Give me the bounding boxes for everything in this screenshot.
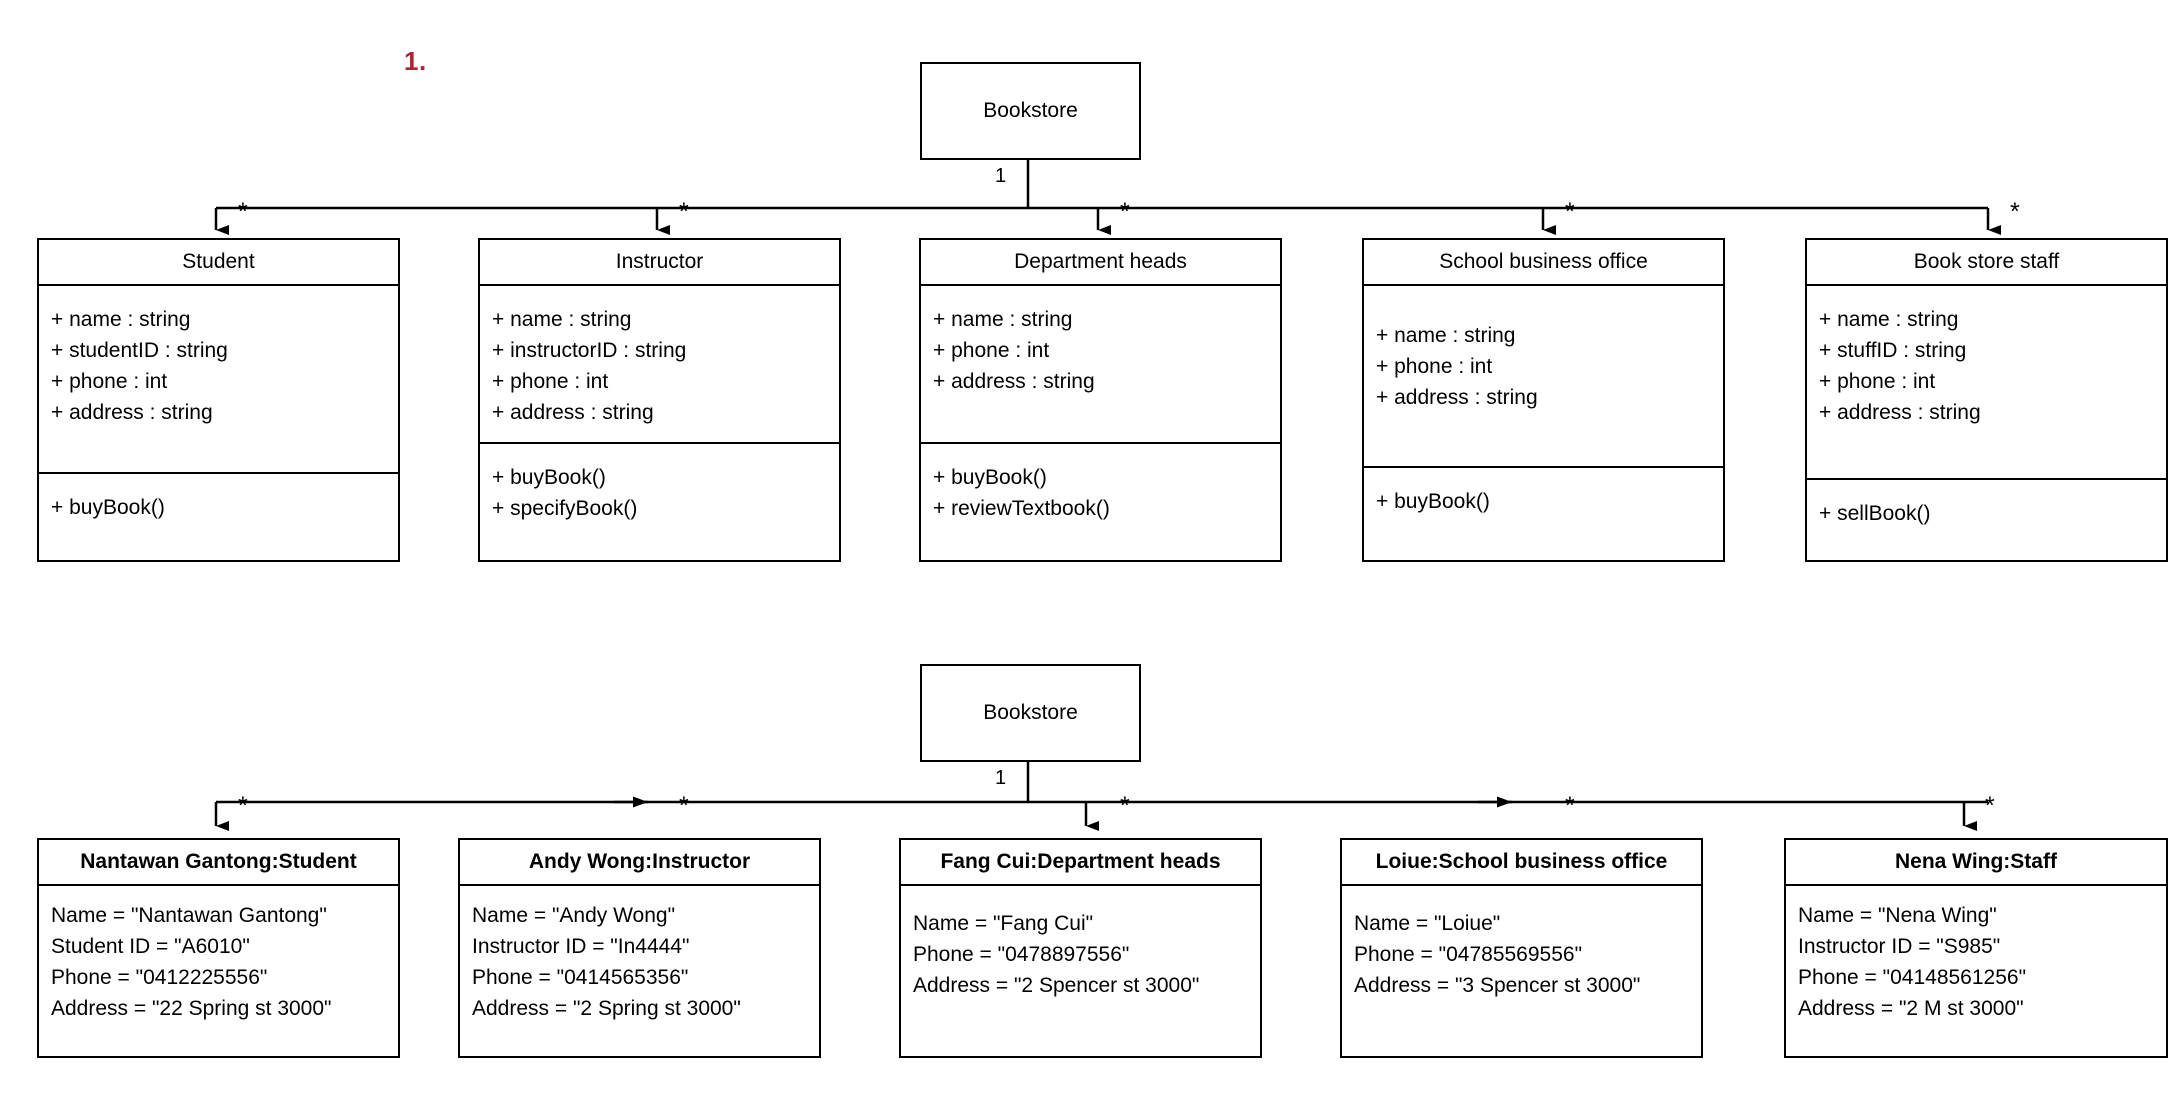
class-mult-school-business-office: *	[1565, 198, 1575, 226]
object-box-andy-wong-instructor-slots: Name = "Andy Wong" Instructor ID = "In44…	[460, 886, 819, 1056]
attribute-line: + instructorID : string	[492, 339, 687, 363]
attribute-line: + name : string	[933, 308, 1073, 332]
class-box-department-heads-attributes: + name : string + phone : int + address …	[921, 286, 1280, 442]
class-box-school-business-office-operations: + buyBook()	[1364, 466, 1723, 560]
class-box-school-business-office-title: School business office	[1364, 240, 1723, 287]
object-mult-loiue: *	[1565, 792, 1575, 820]
class-mult-department-heads: *	[1120, 198, 1130, 226]
attribute-line: + phone : int	[492, 370, 609, 394]
object-box-andy-wong-instructor-title: Andy Wong:Instructor	[460, 840, 819, 887]
object-root-bookstore[interactable]: Bookstore	[920, 664, 1141, 762]
attribute-line: + address : string	[51, 401, 213, 425]
object-mult-andy: *	[679, 792, 689, 820]
attribute-line: + address : string	[933, 370, 1095, 394]
operation-line: + sellBook()	[1819, 502, 1931, 525]
slot-line: Address = "2 Spring st 3000"	[472, 997, 741, 1021]
object-box-loiue-school-business-office-title: Loiue:School business office	[1342, 840, 1701, 887]
slot-line: Instructor ID = "In4444"	[472, 935, 690, 959]
slot-line: Phone = "0414565356"	[472, 966, 689, 990]
class-mult-student: *	[238, 198, 248, 226]
slot-line: Address = "2 Spencer st 3000"	[913, 974, 1200, 998]
class-box-school-business-office-attributes: + name : string + phone : int + address …	[1364, 286, 1723, 466]
class-box-book-store-staff[interactable]: Book store staff + name : string + stuff…	[1805, 238, 2168, 562]
operation-line: + buyBook()	[51, 496, 165, 519]
attribute-line: + phone : int	[933, 339, 1050, 363]
slot-line: Phone = "0412225556"	[51, 966, 268, 990]
slot-line: Name = "Nantawan Gantong"	[51, 904, 327, 928]
slot-line: Phone = "0478897556"	[913, 943, 1130, 967]
attribute-line: + phone : int	[1376, 355, 1493, 379]
attribute-line: + address : string	[1819, 401, 1981, 425]
object-box-nantawan-gantong-student-title: Nantawan Gantong:Student	[39, 840, 398, 887]
class-box-department-heads[interactable]: Department heads + name : string + phone…	[919, 238, 1282, 562]
attribute-line: + studentID : string	[51, 339, 228, 363]
operation-line: + reviewTextbook()	[933, 497, 1110, 521]
slot-line: Address = "3 Spencer st 3000"	[1354, 974, 1641, 998]
object-box-fang-cui-department-heads-slots: Name = "Fang Cui" Phone = "0478897556" A…	[901, 886, 1260, 1056]
object-box-fang-cui-department-heads[interactable]: Fang Cui:Department heads Name = "Fang C…	[899, 838, 1262, 1058]
class-box-student[interactable]: Student + name : string + studentID : st…	[37, 238, 400, 562]
object-box-nantawan-gantong-student[interactable]: Nantawan Gantong:Student Name = "Nantawa…	[37, 838, 400, 1058]
object-mult-nantawan: *	[238, 792, 248, 820]
class-box-book-store-staff-attributes: + name : string + stuffID : string + pho…	[1807, 286, 2166, 478]
class-root-bookstore[interactable]: Bookstore	[920, 62, 1141, 160]
class-box-instructor[interactable]: Instructor + name : string + instructorI…	[478, 238, 841, 562]
attribute-line: + phone : int	[51, 370, 168, 394]
slot-line: Address = "2 M st 3000"	[1798, 997, 2024, 1021]
object-mult-nena: *	[1985, 792, 1995, 820]
section-number: 1.	[404, 46, 427, 76]
operation-line: + buyBook()	[933, 466, 1047, 489]
class-box-book-store-staff-operations: + sellBook()	[1807, 478, 2166, 560]
slot-line: Name = "Loiue"	[1354, 912, 1501, 936]
attribute-line: + phone : int	[1819, 370, 1936, 394]
slot-line: Name = "Nena Wing"	[1798, 904, 1997, 928]
slot-line: Address = "22 Spring st 3000"	[51, 997, 332, 1021]
attribute-line: + address : string	[492, 401, 654, 425]
object-box-loiue-school-business-office-slots: Name = "Loiue" Phone = "04785569556" Add…	[1342, 886, 1701, 1056]
class-box-instructor-title: Instructor	[480, 240, 839, 287]
class-box-student-operations: + buyBook()	[39, 472, 398, 560]
slot-line: Name = "Fang Cui"	[913, 912, 1094, 936]
class-mult-instructor: *	[679, 198, 689, 226]
object-box-nena-wing-staff-slots: Name = "Nena Wing" Instructor ID = "S985…	[1786, 886, 2166, 1056]
slot-line: Instructor ID = "S985"	[1798, 935, 2001, 959]
class-box-school-business-office[interactable]: School business office + name : string +…	[1362, 238, 1725, 562]
object-box-nena-wing-staff[interactable]: Nena Wing:Staff Name = "Nena Wing" Instr…	[1784, 838, 2168, 1058]
slot-line: Phone = "04148561256"	[1798, 966, 2027, 990]
slot-line: Phone = "04785569556"	[1354, 943, 1583, 967]
operation-line: + buyBook()	[1376, 490, 1490, 513]
class-mult-book-store-staff: *	[2010, 198, 2020, 226]
attribute-line: + name : string	[1376, 324, 1516, 348]
class-box-department-heads-operations: + buyBook() + reviewTextbook()	[921, 442, 1280, 560]
operation-line: + buyBook()	[492, 466, 606, 489]
object-box-fang-cui-department-heads-title: Fang Cui:Department heads	[901, 840, 1260, 887]
class-box-student-title: Student	[39, 240, 398, 287]
class-box-department-heads-title: Department heads	[921, 240, 1280, 287]
class-box-instructor-attributes: + name : string + instructorID : string …	[480, 286, 839, 442]
attribute-line: + name : string	[492, 308, 632, 332]
object-box-nantawan-gantong-student-slots: Name = "Nantawan Gantong" Student ID = "…	[39, 886, 398, 1056]
object-box-andy-wong-instructor[interactable]: Andy Wong:Instructor Name = "Andy Wong" …	[458, 838, 821, 1058]
attribute-line: + address : string	[1376, 386, 1538, 410]
object-root-multiplicity: 1	[995, 767, 1007, 789]
slot-line: Student ID = "A6010"	[51, 935, 250, 959]
operation-line: + specifyBook()	[492, 497, 638, 521]
class-box-student-attributes: + name : string + studentID : string + p…	[39, 286, 398, 472]
slot-line: Name = "Andy Wong"	[472, 904, 676, 928]
class-root-multiplicity: 1	[995, 165, 1007, 187]
object-box-nena-wing-staff-title: Nena Wing:Staff	[1786, 840, 2166, 887]
object-root-bookstore-title: Bookstore	[983, 701, 1078, 725]
class-box-instructor-operations: + buyBook() + specifyBook()	[480, 442, 839, 560]
object-box-loiue-school-business-office[interactable]: Loiue:School business office Name = "Loi…	[1340, 838, 1703, 1058]
attribute-line: + name : string	[51, 308, 191, 332]
object-mult-fang-cui: *	[1120, 792, 1130, 820]
attribute-line: + stuffID : string	[1819, 339, 1967, 363]
attribute-line: + name : string	[1819, 308, 1959, 332]
class-box-book-store-staff-title: Book store staff	[1807, 240, 2166, 287]
class-root-bookstore-title: Bookstore	[983, 99, 1078, 123]
